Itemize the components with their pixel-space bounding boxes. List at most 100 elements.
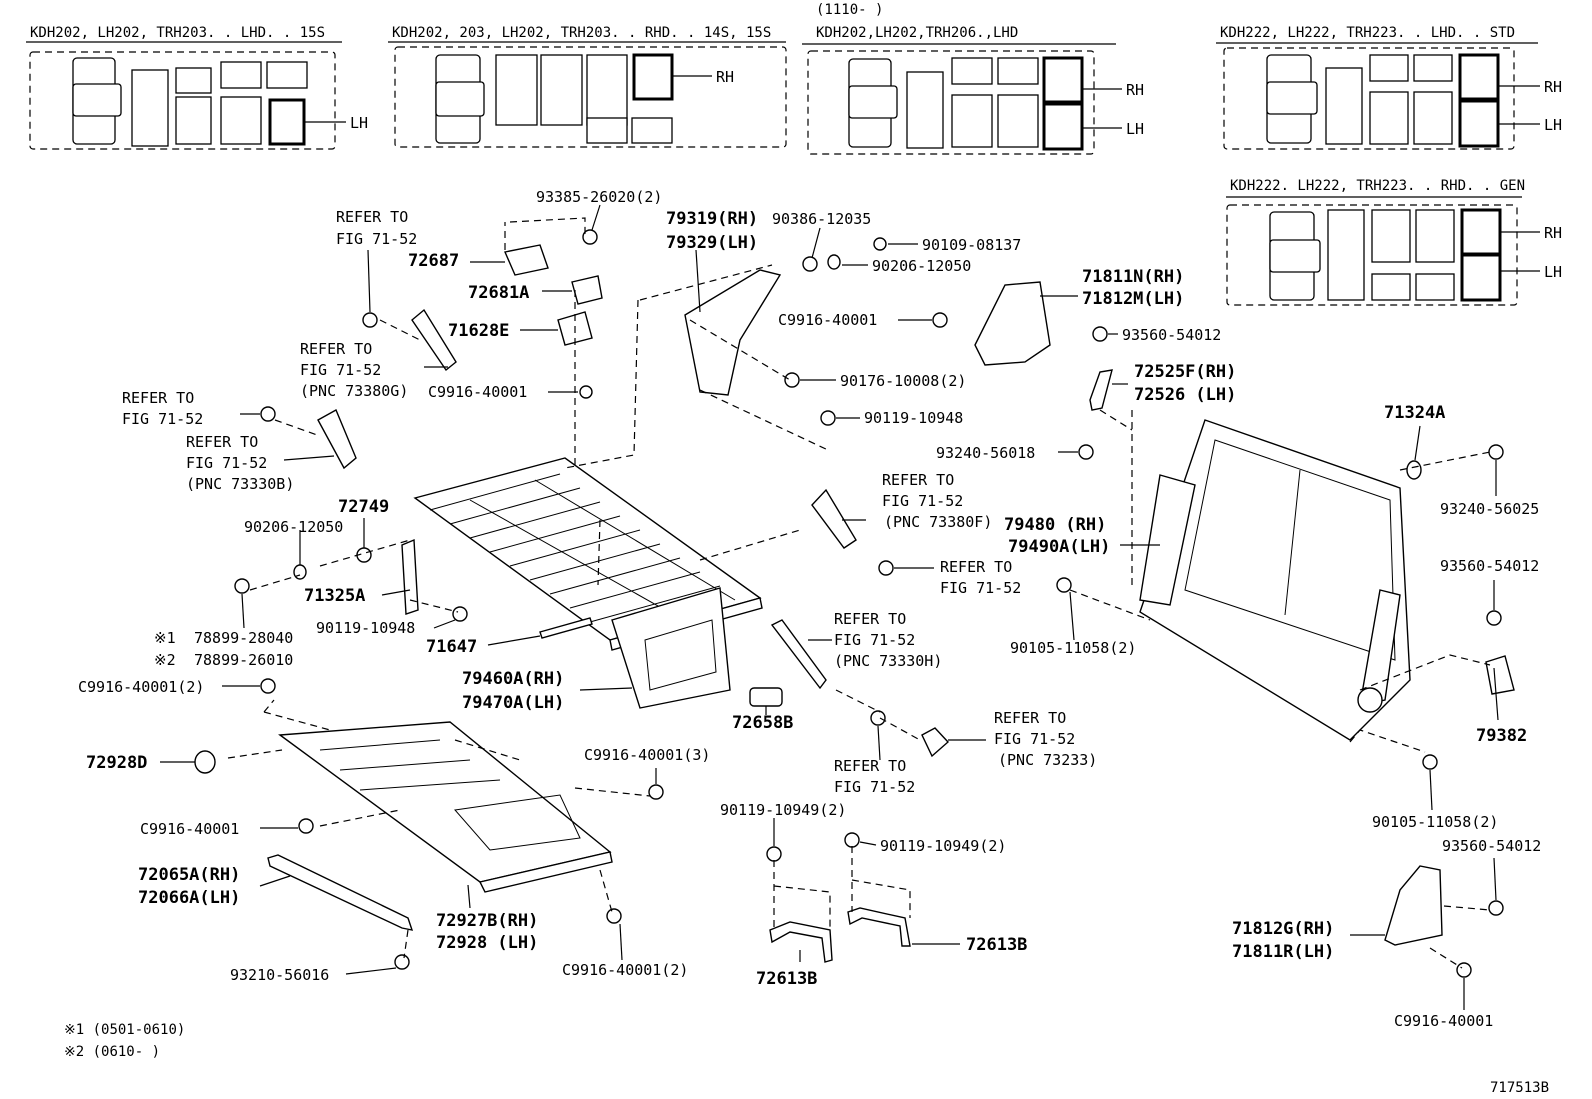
refer-fig: FIG 71-52 [186, 454, 267, 472]
layout-key-3: (1110- ) KDH202,LH202,TRH206.,LHD RH LH [802, 2, 1144, 155]
strap-72065A [267, 854, 414, 931]
cap-72681A [571, 275, 603, 305]
label-72749: 72749 [338, 497, 389, 517]
cover-71811N [974, 281, 1051, 366]
label-93240-b: 93240-56025 [1440, 500, 1539, 518]
label-90176: 90176-10008(2) [840, 372, 966, 390]
label-90119-c: 90119-10949(2) [720, 801, 846, 819]
bracket-79319 [684, 269, 782, 396]
cover-73233 [921, 727, 950, 758]
leader-lines [160, 204, 1499, 1010]
marker-lh: LH [350, 114, 368, 132]
label-C9916-d: C9916-40001(3) [584, 746, 710, 764]
label-93210: 93210-56016 [230, 966, 329, 984]
label-93560-a: 93560-54012 [1122, 326, 1221, 344]
layout-date: (1110- ) [816, 2, 883, 18]
refer-fig: FIG 71-52 [834, 778, 915, 796]
bracket-72613B-b [847, 907, 911, 947]
label-93560-c: 93560-54012 [1442, 837, 1541, 855]
label-71812G: 71812G(RH) [1232, 919, 1334, 939]
refer-text: REFER TO [834, 610, 906, 628]
layout-key-1: KDH202, LH202, TRH203. . LHD. . 15S LH [26, 25, 368, 150]
label-90119-a: 90119-10948 [864, 409, 963, 427]
label-79382: 79382 [1476, 726, 1527, 746]
marker-rh: RH [1544, 78, 1562, 96]
belt-73330B [317, 409, 357, 470]
refer-text: REFER TO [882, 471, 954, 489]
layout-title: KDH202, LH202, TRH203. . LHD. . 15S [30, 25, 325, 41]
seat-tray [278, 721, 613, 893]
layout-key-4: KDH222, LH222, TRH223. . LHD. . STD RH L… [1216, 25, 1562, 150]
refer-text: REFER TO [834, 757, 906, 775]
bracket-72613B-a [769, 921, 833, 963]
label-93385: 93385-26020(2) [536, 188, 662, 206]
marker-lh: LH [1126, 120, 1144, 138]
refer-text: REFER TO [940, 558, 1012, 576]
label-93240-a: 93240-56018 [936, 444, 1035, 462]
refer-fig: FIG 71-52 [940, 579, 1021, 597]
layout-key-5: KDH222. LH222, TRH223. . RHD. . GEN RH L… [1226, 178, 1562, 306]
bolts [234, 229, 1504, 978]
label-90206-b: 90206-12050 [244, 518, 343, 536]
pad-72658B [749, 687, 783, 707]
refer-text: REFER TO [994, 709, 1066, 727]
refer-pnc: (PNC 73330H) [834, 652, 942, 670]
label-78899-b: 78899-26010 [194, 651, 293, 669]
footnotes: ※1 (0501-0610) ※2 (0610- ) 717513B [64, 1022, 1549, 1096]
refer-fig: FIG 71-52 [882, 492, 963, 510]
plate-71325A [401, 538, 419, 615]
layout-title: KDH222, LH222, TRH223. . LHD. . STD [1220, 25, 1515, 41]
buckle-73380G [411, 308, 457, 372]
diagram-id: 717513B [1490, 1080, 1549, 1096]
label-72613B-a: 72613B [756, 969, 817, 989]
label-79480: 79480 (RH) [1004, 515, 1106, 535]
marker-rh: RH [716, 68, 734, 86]
cover-71812G [1384, 865, 1443, 946]
refer-pnc: (PNC 73380F) [884, 513, 992, 531]
footnote-2: ※2 (0610- ) [64, 1044, 160, 1060]
label-79460A: 79460A(RH) [462, 669, 564, 689]
note-mark-2: ※2 [154, 651, 176, 669]
layout-key-2: KDH202, 203, LH202, TRH203. . RHD. . 14S… [388, 25, 787, 148]
clip-79382 [1485, 655, 1515, 695]
buckle-73380F [811, 488, 857, 549]
label-90105-a: 90105-11058(2) [1010, 639, 1136, 657]
marker-rh: RH [1126, 81, 1144, 99]
label-72525F: 72525F(RH) [1134, 362, 1236, 382]
label-72687: 72687 [408, 251, 459, 271]
seat-cushion-frame [413, 457, 763, 709]
refer-text: REFER TO [122, 389, 194, 407]
assembly-lines [227, 217, 1491, 969]
layout-title: KDH222. LH222, TRH223. . RHD. . GEN [1230, 178, 1525, 194]
label-C9916-c: C9916-40001(2) [78, 678, 204, 696]
washer-90206-b [293, 564, 307, 580]
refer-text: REFER TO [300, 340, 372, 358]
refer-fig: FIG 71-52 [300, 361, 381, 379]
refer-pnc: (PNC 73380G) [300, 382, 408, 400]
strap-73330H [770, 619, 827, 690]
refer-text: REFER TO [336, 208, 408, 226]
layout-title: KDH202,LH202,TRH206.,LHD [816, 25, 1018, 41]
label-C9916-f: C9916-40001(2) [562, 961, 688, 979]
marker-lh: LH [1544, 263, 1562, 281]
refer-notes: REFER TO FIG 71-52 REFER TO FIG 71-52 (P… [122, 208, 1097, 796]
label-72681A: 72681A [468, 283, 529, 303]
refer-pnc: (PNC 73233) [998, 751, 1097, 769]
label-78899-a: 78899-28040 [194, 629, 293, 647]
label-79329: 79329(LH) [666, 233, 758, 253]
refer-text: REFER TO [186, 433, 258, 451]
label-71628E: 71628E [448, 321, 509, 341]
label-72927B: 72927B(RH) [436, 911, 538, 931]
label-C9916-e: C9916-40001 [140, 820, 239, 838]
label-71811R: 71811R(LH) [1232, 942, 1334, 962]
refer-fig: FIG 71-52 [994, 730, 1075, 748]
grommet-71324A [1406, 460, 1422, 480]
label-79470A: 79470A(LH) [462, 693, 564, 713]
label-72928: 72928 (LH) [436, 933, 538, 953]
refer-fig: FIG 71-52 [834, 631, 915, 649]
label-71647: 71647 [426, 637, 477, 657]
seat-back-frame [1139, 419, 1411, 741]
label-71324A: 71324A [1384, 403, 1445, 423]
label-72065A: 72065A(RH) [138, 865, 240, 885]
